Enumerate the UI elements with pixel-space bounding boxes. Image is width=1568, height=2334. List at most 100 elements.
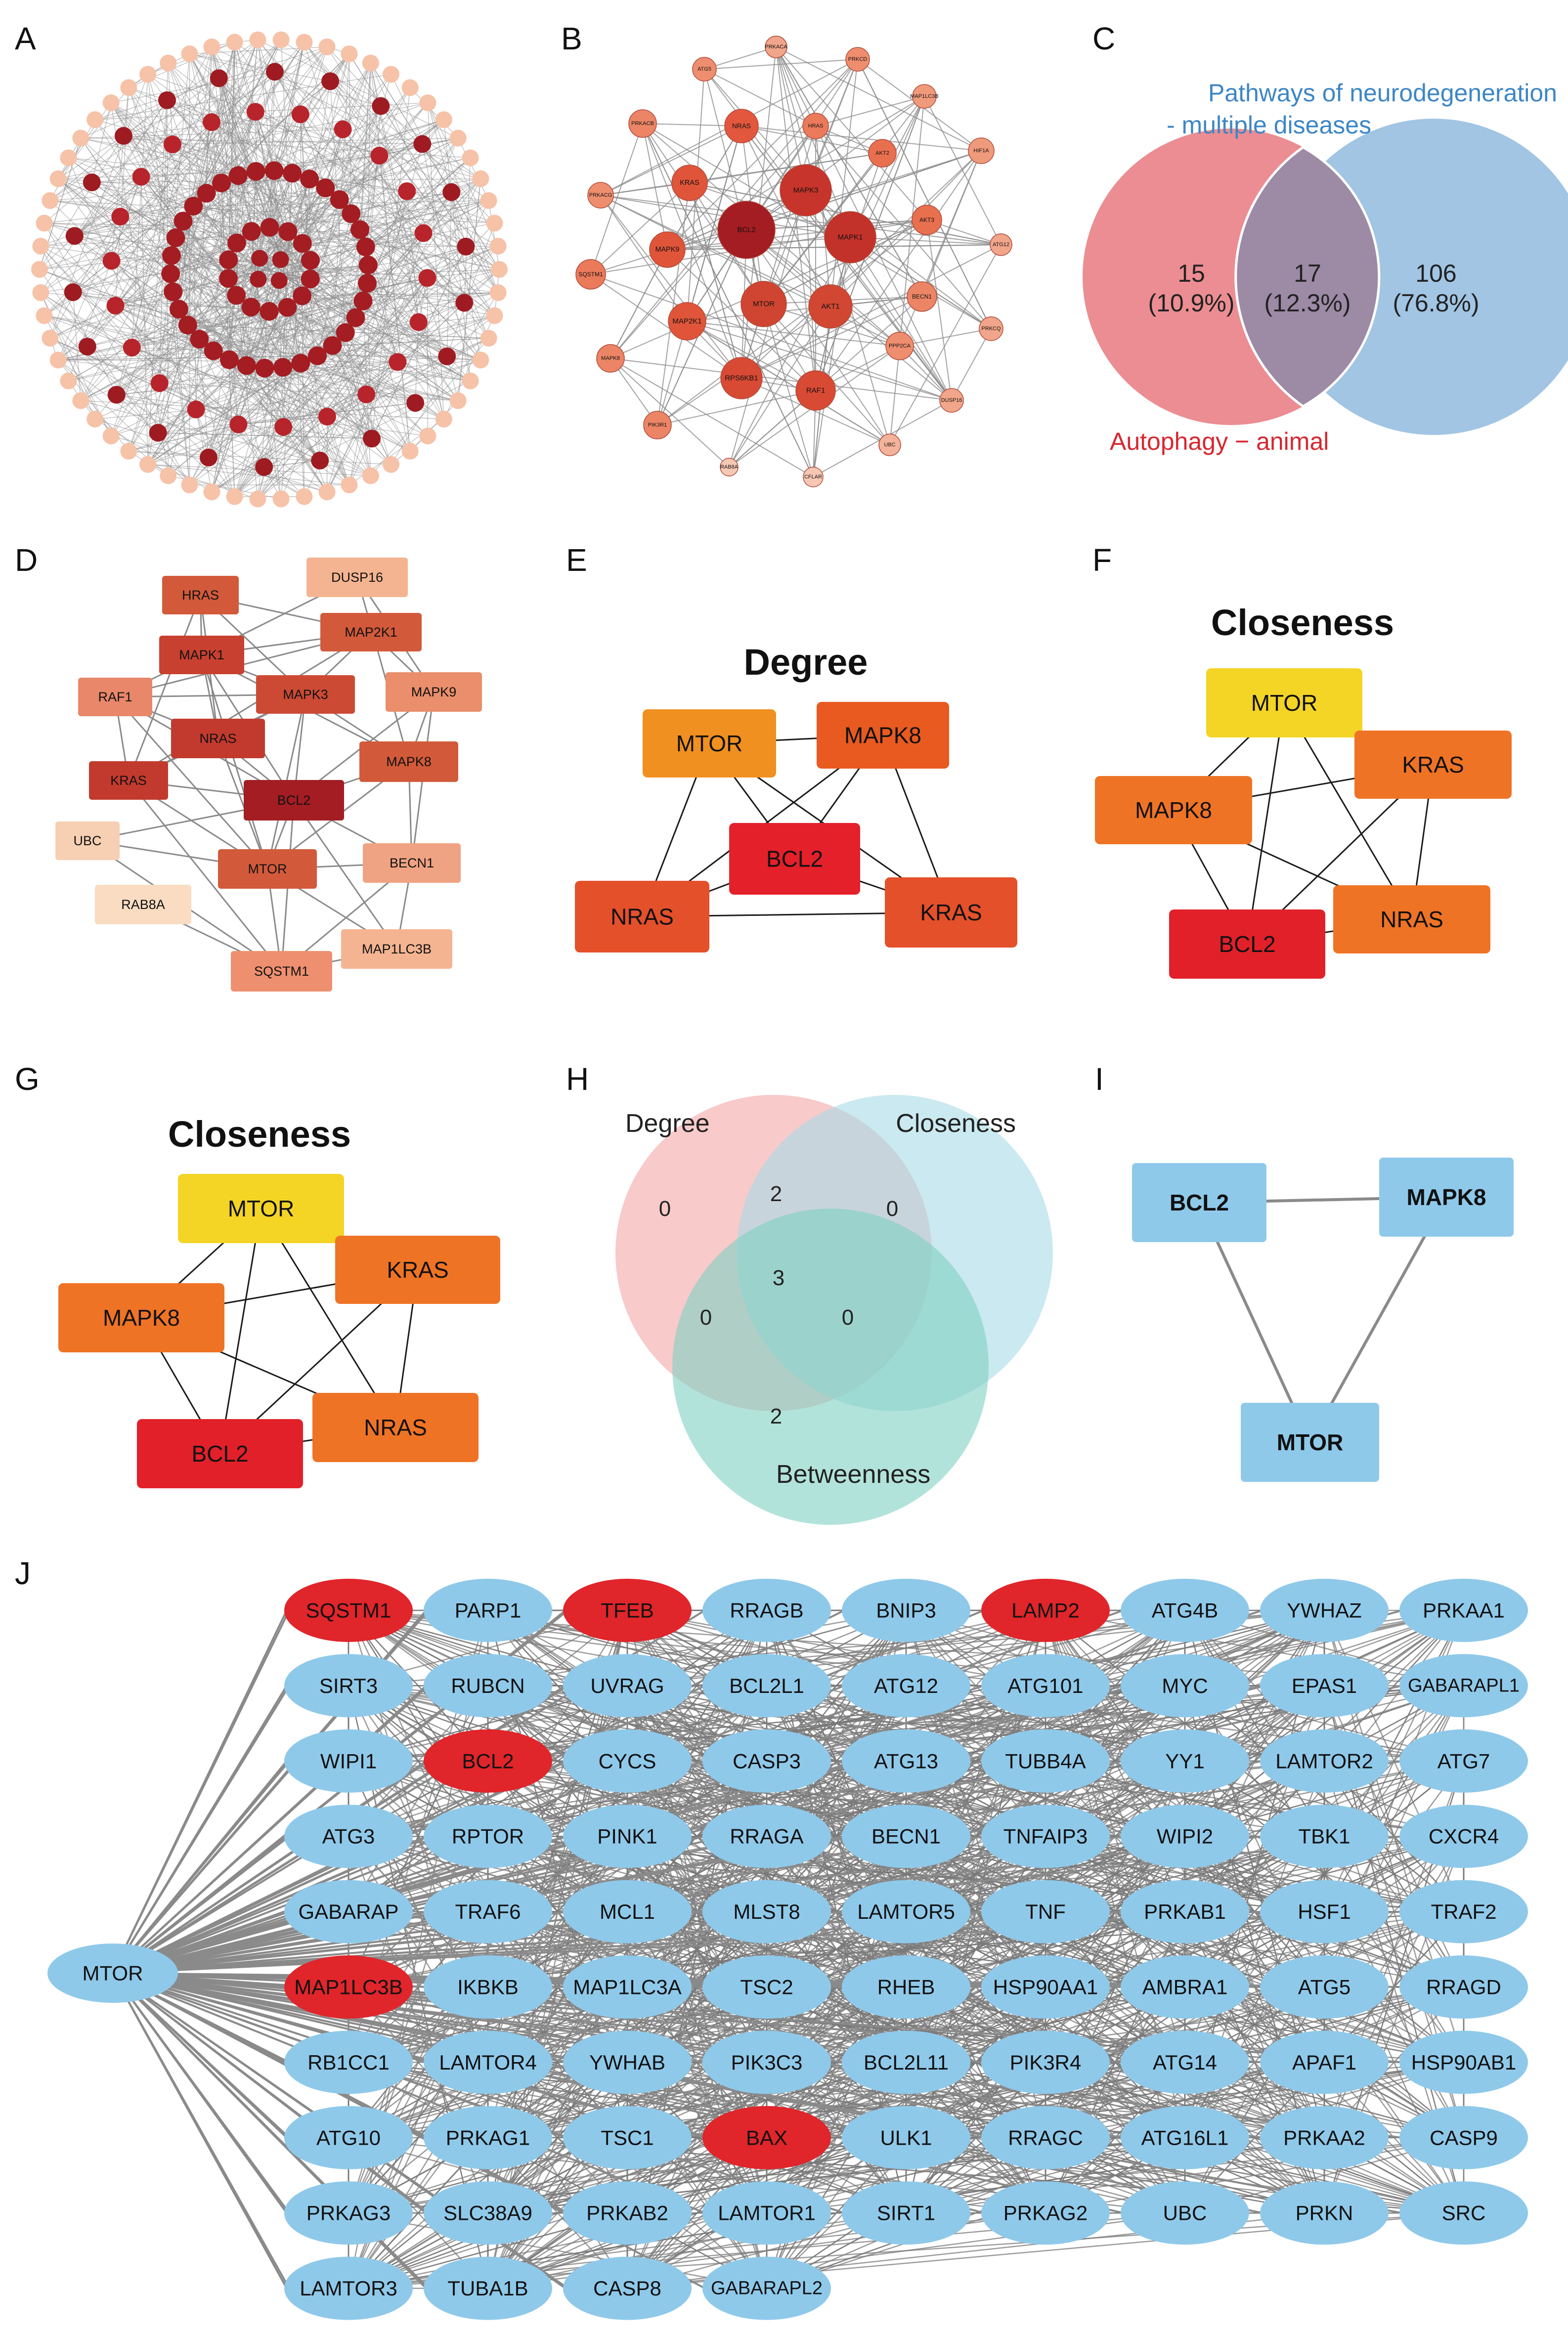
- network-j-node-casp9: CASP9: [1399, 2106, 1528, 2169]
- network-a-node: [382, 456, 399, 473]
- svg-text:BCL2: BCL2: [737, 226, 756, 234]
- network-a-node: [311, 451, 329, 470]
- network-a-node: [472, 170, 489, 187]
- network-a-node: [283, 164, 302, 183]
- venn-h: Degree Closeness Betweenness 0 2 0 3 0 0…: [615, 1095, 1053, 1525]
- network-a-node: [449, 392, 467, 409]
- svg-text:TBK1: TBK1: [1298, 1825, 1350, 1848]
- network-a-node: [87, 410, 104, 428]
- svg-text:AMBRA1: AMBRA1: [1142, 1976, 1228, 1999]
- network-j-node-tnfaip3: TNFAIP3: [981, 1805, 1110, 1868]
- svg-text:ATG12: ATG12: [993, 242, 1009, 248]
- svg-text:GABARAPL2: GABARAPL2: [711, 2278, 823, 2299]
- svg-text:AKT1: AKT1: [821, 303, 840, 311]
- network-a-node: [291, 105, 309, 124]
- network-a-node: [480, 192, 497, 209]
- svg-text:LAMP2: LAMP2: [1011, 1599, 1080, 1622]
- svg-text:SRC: SRC: [1442, 2202, 1486, 2225]
- network-j-node-map1lc3a: MAP1LC3A: [563, 1955, 692, 2019]
- network-j-node-bcl2l11: BCL2L11: [842, 2031, 970, 2094]
- network-a-node: [330, 190, 349, 209]
- network-j-node-tsc1: TSC1: [563, 2106, 692, 2169]
- network-a-node: [197, 183, 216, 203]
- network-f-node-mtor: MTOR: [1206, 668, 1362, 737]
- svg-text:RRAGB: RRAGB: [730, 1599, 803, 1622]
- network-j-node-ikbkb: IKBKB: [424, 1955, 552, 2019]
- network-j-node-wipi1: WIPI1: [284, 1729, 413, 1793]
- svg-text:MAPK3: MAPK3: [793, 186, 819, 195]
- network-g-node-nras: NRAS: [312, 1393, 479, 1462]
- network-a-node: [169, 300, 188, 319]
- svg-text:PRKAG2: PRKAG2: [1003, 2202, 1088, 2225]
- network-i-node-bcl2: BCL2: [1132, 1163, 1266, 1242]
- network-b-node-raf1: RAF1: [795, 370, 836, 411]
- network-a-node: [398, 182, 416, 200]
- network-j-node-ywhab: YWHAB: [563, 2031, 692, 2094]
- network-a-node: [219, 269, 238, 288]
- network-d-node-ubc: UBC: [55, 821, 120, 860]
- network-j-node-atg5: ATG5: [1260, 1955, 1389, 2019]
- network-a-node: [260, 302, 279, 321]
- network-b-node-nras: NRAS: [724, 109, 759, 143]
- panel-label-i: I: [1095, 1061, 1104, 1097]
- venn-h-v123: 3: [773, 1266, 784, 1290]
- svg-text:YY1: YY1: [1165, 1749, 1204, 1772]
- network-a-node: [318, 483, 336, 501]
- network-i-node-mtor: MTOR: [1241, 1403, 1379, 1482]
- svg-text:TUBA1B: TUBA1B: [447, 2277, 528, 2300]
- network-a-node: [49, 351, 67, 369]
- network-j-node-rubcn: RUBCN: [424, 1654, 552, 1718]
- venn-h-v23: 0: [842, 1305, 854, 1330]
- network-j-node-wipi2: WIPI2: [1121, 1805, 1249, 1868]
- network-b-node-kras: KRAS: [671, 165, 708, 201]
- svg-text:MTOR: MTOR: [1251, 690, 1318, 716]
- svg-text:WIPI2: WIPI2: [1157, 1825, 1213, 1848]
- network-j-node-rragc: RRAGC: [981, 2106, 1110, 2169]
- svg-text:HSP90AB1: HSP90AB1: [1411, 2051, 1516, 2074]
- svg-text:ATG101: ATG101: [1007, 1674, 1083, 1697]
- svg-text:ATG7: ATG7: [1437, 1749, 1490, 1772]
- panel-label-f: F: [1092, 542, 1112, 578]
- network-a-node: [237, 356, 256, 375]
- svg-text:LAMTOR5: LAMTOR5: [857, 1900, 955, 1923]
- network-a-node: [181, 476, 198, 494]
- svg-text:MAPK8: MAPK8: [844, 723, 921, 748]
- network-a-node: [264, 161, 284, 180]
- network-a-node: [78, 338, 96, 356]
- svg-text:DUSP16: DUSP16: [941, 397, 962, 403]
- network-b-node-atg5: ATG5: [692, 57, 717, 82]
- network-d-node-map2k1: MAP2K1: [320, 613, 422, 651]
- network-a-node: [203, 38, 220, 55]
- network-b-node-akt3: AKT3: [912, 205, 942, 235]
- venn-c-overlap: [1235, 147, 1379, 406]
- svg-text:YWHAZ: YWHAZ: [1287, 1599, 1362, 1622]
- network-b-node-ppp2ca: PPP2CA: [885, 332, 914, 360]
- network-b-node-prkcq: PRKCQ: [979, 316, 1003, 341]
- network-a-node: [274, 418, 293, 436]
- network-a-node: [60, 372, 77, 389]
- network-a-node: [226, 488, 243, 505]
- network-a-node: [161, 264, 180, 283]
- network-a-node: [296, 488, 313, 505]
- network-a-node: [419, 94, 436, 111]
- network-j-node-gabarapl2: GABARAPL2: [702, 2256, 831, 2320]
- svg-text:NRAS: NRAS: [732, 123, 751, 130]
- svg-text:NRAS: NRAS: [610, 904, 674, 930]
- network-a-node: [72, 130, 89, 147]
- svg-text:PRKCQ: PRKCQ: [981, 326, 1001, 332]
- network-a-node: [272, 490, 290, 508]
- network-a-node: [203, 113, 221, 131]
- svg-text:RAB8A: RAB8A: [121, 897, 165, 912]
- svg-text:RHEB: RHEB: [877, 1976, 935, 1999]
- network-j-node-tbk1: TBK1: [1260, 1805, 1389, 1868]
- svg-text:PRKAG3: PRKAG3: [306, 2202, 391, 2225]
- network-a-node: [363, 430, 381, 448]
- network-a-node: [139, 456, 157, 473]
- svg-text:MAP1LC3B: MAP1LC3B: [362, 942, 432, 956]
- network-a-node: [296, 34, 313, 51]
- network-j-node-lamtor5: LAMTOR5: [842, 1880, 970, 1944]
- network-j-node-rptor: RPTOR: [424, 1805, 552, 1868]
- svg-text:GABARAPL1: GABARAPL1: [1408, 1675, 1520, 1696]
